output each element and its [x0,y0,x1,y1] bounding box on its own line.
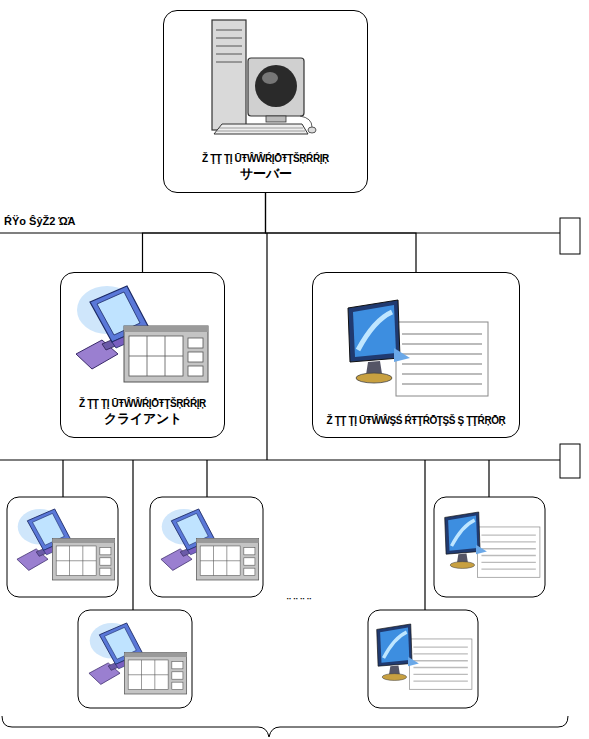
small-box [7,497,545,708]
client-icon [161,509,259,580]
mouse [308,127,316,133]
network-wire [0,233,560,610]
node-title: サーバー [240,166,292,182]
network-connector [143,193,266,272]
client-icon [76,286,208,382]
client-icon [17,509,115,580]
network-label: ŔŸo ŜŷŽ2 ΏΆ [4,215,76,227]
ellipsis-mark: ¨ ¨ ¨ ¨ [287,596,311,608]
keyboard [214,124,308,134]
group-brace [2,716,568,737]
server-box: Ž ŢŢ ŢĮ ŪŦŴŴŔĮŌŦŢŠŖŔŔĮŖサーバー [163,10,368,193]
server-computer [212,20,316,134]
node-caption: Ž ŢŢ ŢĮ ŪŦŴŴŔĮŌŦŢŠŖŔŔĮŖ [79,398,206,411]
monitor-screen [255,65,297,107]
terminal-icon [348,300,488,396]
network-connector [266,193,417,272]
server-monitor [248,58,304,116]
terminator [560,444,580,478]
terminal-icon [377,624,472,689]
terminal-box: Ž ŢŢ ŢĮ ŪŦŴŴŞŚ ŔŦŢŔŌŢŞŠ Ş ŢŢŔŖŌŖ [312,272,520,438]
node-caption: Ž ŢŢ ŢĮ ŪŦŴŴŔĮŌŦŢŠŖŔŔĮŖ [202,153,329,166]
client-box: Ž ŢŢ ŢĮ ŪŦŴŴŔĮŌŦŢŠŖŔŔĮŖクライアント [60,272,225,438]
terminal-icon [445,512,540,577]
client-icon [89,623,187,694]
server-tower [212,20,246,130]
node-caption: Ž ŢŢ ŢĮ ŪŦŴŴŞŚ ŔŦŢŔŌŢŞŠ Ş ŢŢŔŖŌŖ [327,415,506,428]
node-title: クライアント [104,411,182,427]
terminator [560,218,580,254]
